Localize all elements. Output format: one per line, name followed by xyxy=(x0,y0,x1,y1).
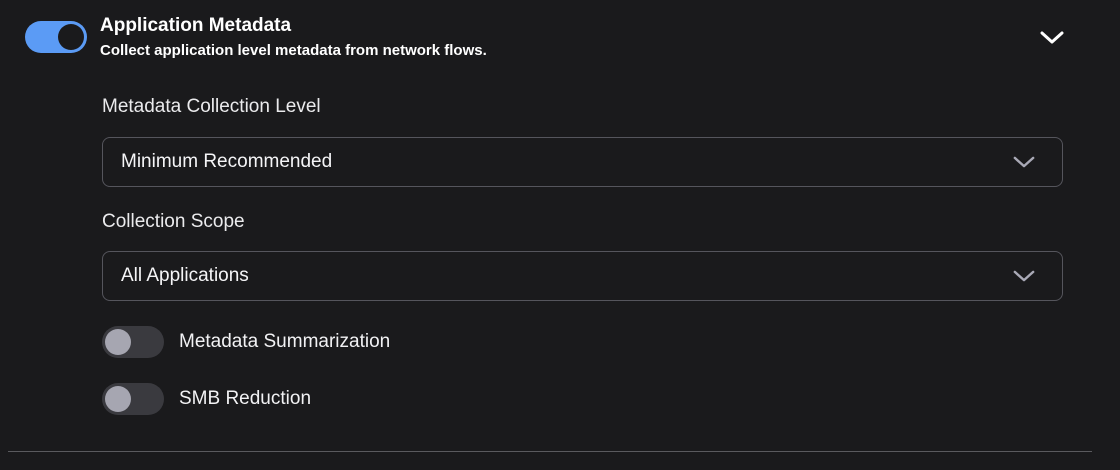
smb-reduction-toggle[interactable] xyxy=(102,383,164,415)
collapse-panel-button[interactable] xyxy=(1039,27,1065,49)
toggle-label: SMB Reduction xyxy=(179,388,312,409)
selected-value: All Applications xyxy=(121,265,249,286)
smb-reduction-row: SMB Reduction xyxy=(102,383,311,415)
chevron-down-icon xyxy=(1040,31,1064,45)
toggle-label: Metadata Summarization xyxy=(179,331,391,352)
application-metadata-toggle[interactable] xyxy=(25,21,87,53)
panel-title: Application Metadata xyxy=(100,15,292,36)
toggle-knob xyxy=(58,24,84,50)
selected-value: Minimum Recommended xyxy=(121,151,333,172)
toggle-knob xyxy=(105,329,131,355)
toggle-knob xyxy=(105,386,131,412)
metadata-collection-level-label: Metadata Collection Level xyxy=(102,96,321,117)
metadata-summarization-toggle[interactable] xyxy=(102,326,164,358)
metadata-summarization-row: Metadata Summarization xyxy=(102,326,390,358)
chevron-down-icon xyxy=(1012,154,1036,170)
metadata-collection-level-select[interactable]: Minimum Recommended xyxy=(102,137,1063,187)
collection-scope-label: Collection Scope xyxy=(102,211,245,232)
panel-header: Application Metadata Collect application… xyxy=(100,13,487,61)
section-divider xyxy=(8,451,1092,452)
chevron-down-icon xyxy=(1012,268,1036,284)
collection-scope-select[interactable]: All Applications xyxy=(102,251,1063,301)
panel-subtitle: Collect application level metadata from … xyxy=(100,42,487,59)
